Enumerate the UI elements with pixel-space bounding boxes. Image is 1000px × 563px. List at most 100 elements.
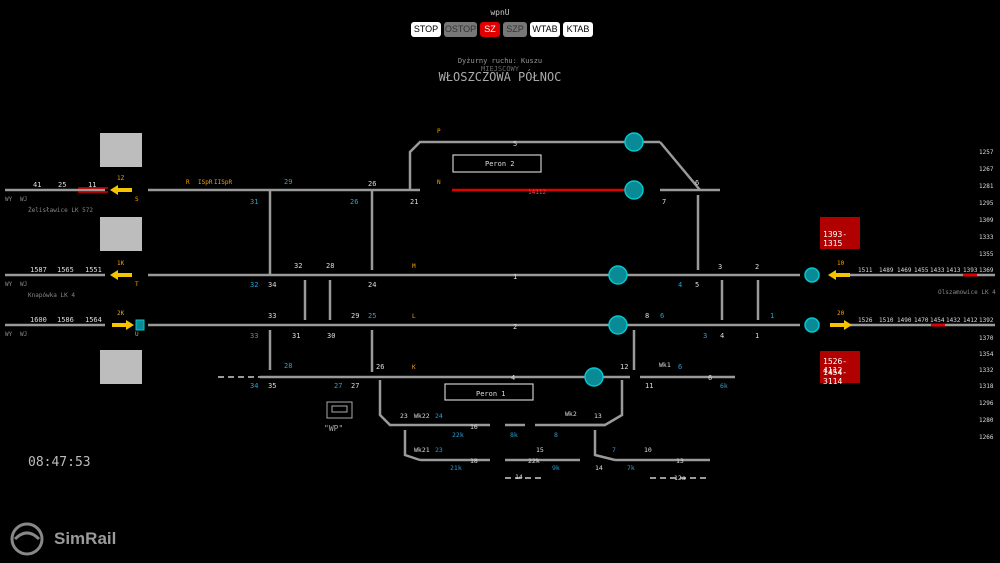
- column-block: 1332: [979, 367, 994, 374]
- track-segment: [403, 430, 421, 462]
- switch-label: 6: [660, 312, 664, 320]
- track-label: 5: [695, 281, 699, 289]
- signal-arrow-icon: [126, 320, 134, 330]
- direction-wy: WY: [5, 196, 13, 203]
- block-label: 1587: [30, 266, 47, 274]
- block-label: 1392: [979, 317, 994, 324]
- signal-label: U: [135, 331, 139, 338]
- siding-switch: 21k: [450, 464, 462, 472]
- track-label: 27: [351, 382, 359, 390]
- switch-label: 32: [250, 281, 258, 289]
- track-label: 1: [755, 332, 759, 340]
- track-segment: [408, 140, 660, 190]
- ktab-button[interactable]: KTAB: [563, 22, 593, 37]
- direction-wj: WJ: [20, 281, 27, 288]
- signal-arrow-icon: [118, 273, 132, 277]
- siding-label: 16: [470, 423, 478, 431]
- wtab-button[interactable]: WTAB: [530, 22, 560, 37]
- track-label: 11: [645, 382, 653, 390]
- route-box-label: 1454-3114: [823, 368, 848, 386]
- track-segment: [659, 141, 701, 191]
- direction-wy: WY: [5, 281, 13, 288]
- route-box-label: 1393-1315: [823, 230, 848, 248]
- track-segment: [593, 430, 616, 462]
- column-block: 1309: [979, 217, 994, 224]
- station-name: WŁOSZCZOWA PÓŁNOC: [438, 70, 562, 84]
- siding-label: Wk2: [565, 410, 577, 418]
- column-block: 1257: [979, 149, 994, 156]
- siding-switch: 7: [612, 446, 616, 454]
- signal-panel-placeholder: [100, 217, 142, 251]
- siding-label: 10: [644, 446, 652, 454]
- route-box-top[interactable]: 1393-1315: [820, 217, 860, 249]
- siding-label: 13: [676, 457, 684, 465]
- signal-B-icon: [804, 267, 820, 283]
- signal-arrow-icon: [118, 188, 132, 192]
- signal-label: 20: [837, 310, 845, 317]
- platform-2-label: Peron 2: [485, 160, 515, 168]
- signal-panel-placeholder: [100, 133, 142, 167]
- track-label: 29: [351, 312, 359, 320]
- signal-A-icon: [804, 317, 820, 333]
- siding-switch: 7k: [627, 464, 635, 472]
- signal-label: 10: [837, 260, 845, 267]
- block-label: 1586: [57, 316, 74, 324]
- signal-label: K: [412, 364, 416, 371]
- ostop-button[interactable]: OSTOP: [444, 22, 477, 37]
- signal-J-icon: [584, 367, 604, 387]
- signal-panel-placeholder: [100, 350, 142, 384]
- column-block: 1355: [979, 251, 994, 258]
- track-label: 31: [292, 332, 300, 340]
- track-label: 12: [620, 363, 628, 371]
- column-block: 1318: [979, 383, 994, 390]
- block-label: 1564: [85, 316, 102, 324]
- signal-arrow-icon: [110, 185, 118, 195]
- wp-icon: [331, 405, 348, 413]
- simrail-logo: SimRail: [50, 522, 116, 556]
- signal-label: T: [135, 281, 139, 288]
- stop-button[interactable]: STOP: [411, 22, 441, 37]
- block-label: 1470: [914, 317, 929, 324]
- block-label: 1454: [930, 317, 945, 324]
- siding-label: 12a: [674, 474, 686, 482]
- switch-label: 3: [703, 332, 707, 340]
- siding-switch: 8: [554, 431, 558, 439]
- signal-label: R: [186, 179, 190, 186]
- siding-switch: 9k: [552, 464, 560, 472]
- block-label: 11: [88, 181, 96, 189]
- signal-label: N: [437, 179, 441, 186]
- clock: 08:47:53: [28, 455, 91, 470]
- simrail-logo-icon: [10, 522, 44, 556]
- track-label: 21: [410, 198, 418, 206]
- station-subtitle: MIEJSCOWY: [481, 65, 519, 73]
- block-label: 1600: [30, 316, 47, 324]
- switch-label: 28: [284, 362, 292, 370]
- wp-icon: [326, 401, 353, 419]
- track-label: 7: [662, 198, 666, 206]
- szp-button[interactable]: SZP: [503, 22, 527, 37]
- siding-label: Wk21: [414, 446, 430, 454]
- track-label: 34: [268, 281, 276, 289]
- siding-label: 14: [515, 473, 523, 481]
- sz-button[interactable]: SZ: [480, 22, 500, 37]
- siding-switch: 8k: [510, 431, 518, 439]
- direction-wj: WJ: [20, 331, 27, 338]
- block-label: 1455: [914, 267, 929, 274]
- track-label: 26: [376, 363, 384, 371]
- column-block: 1295: [979, 200, 994, 207]
- track-label: 3: [718, 263, 722, 271]
- track-label: 32: [294, 262, 302, 270]
- route-box-bottom[interactable]: 1526-4112 1454-3114: [820, 351, 860, 386]
- block-label: 1413: [946, 267, 961, 274]
- signal-H-icon: [608, 315, 628, 335]
- track-label: 2: [513, 323, 517, 331]
- signal-arrow-icon: [836, 273, 850, 277]
- siding-label: 13: [594, 412, 602, 420]
- track-segment: [378, 380, 415, 427]
- switch-label: 31: [250, 198, 258, 206]
- block-label: 1412: [963, 317, 978, 324]
- signal-arrow-icon: [844, 320, 852, 330]
- siding-switch: 22k: [452, 431, 464, 439]
- track-label: 6: [695, 179, 699, 187]
